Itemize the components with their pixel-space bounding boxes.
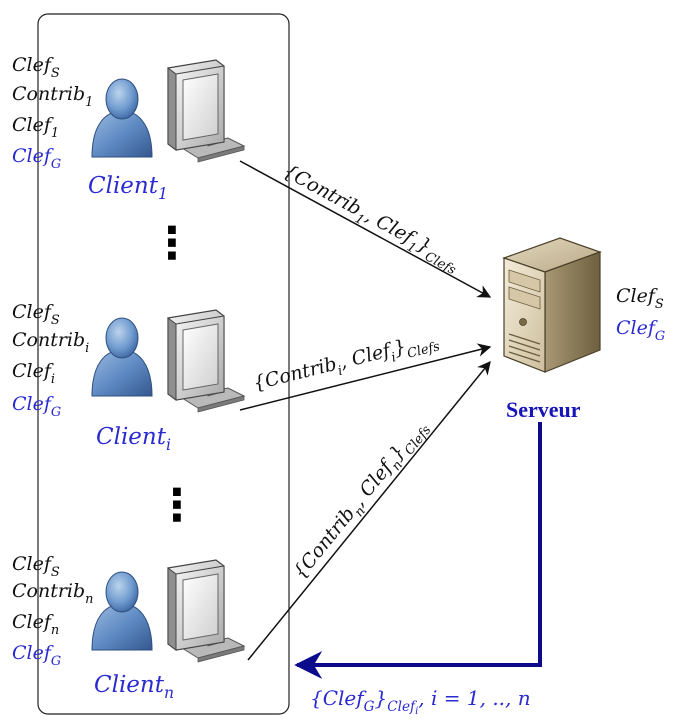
- ellipsis-top: ⋮: [150, 218, 194, 269]
- client-n-key-clef: Clefn: [12, 611, 59, 638]
- message-client-n: {Contribn, Clefn}Clefs: [289, 415, 435, 586]
- ellipsis-bottom: ⋮: [155, 480, 199, 531]
- client-i-key-clef: Clefi: [12, 360, 55, 387]
- server-key-clefs: ClefS: [616, 285, 664, 312]
- server-label: Serveur: [506, 397, 581, 422]
- message-client-1: {Contrib1, Clef1}Clefs: [277, 160, 464, 278]
- arrow-client-n-to-server: [247, 360, 491, 661]
- client-1-label: Client1: [88, 173, 168, 203]
- client-i-key-contrib: Contribi: [12, 329, 89, 356]
- client-1-key-clefg: ClefG: [12, 145, 61, 172]
- client-1-group: ClefS Contrib1 Clef1 ClefG Client1: [12, 54, 245, 203]
- client-n-key-contrib: Contribn: [12, 580, 93, 607]
- client-1-key-clef: Clef1: [12, 114, 59, 141]
- server-key-clefg: ClefG: [616, 317, 665, 344]
- client-n-group: ClefS Contribn Clefn ClefG Clientn: [12, 553, 245, 702]
- client-n-key-clefs: ClefS: [12, 553, 60, 580]
- server-icon: [502, 237, 602, 373]
- user-icon: [91, 78, 153, 158]
- client-n-key-clefg: ClefG: [12, 642, 61, 669]
- client-i-group: ClefS Contribi Clefi ClefG Clienti: [12, 301, 245, 454]
- client-i-key-clefg: ClefG: [12, 393, 61, 420]
- clients-frame: [37, 13, 290, 715]
- client-n-label: Clientn: [94, 672, 174, 702]
- client-1-key-clefs: ClefS: [12, 54, 60, 81]
- client-1-key-contrib: Contrib1: [12, 83, 93, 110]
- monitor-icon: [167, 59, 245, 163]
- message-client-i: {Contribi, Clefi}Clefs: [251, 328, 442, 400]
- return-arrow-server-to-clients: [294, 422, 542, 679]
- client-i-key-clefs: ClefS: [12, 301, 60, 328]
- user-icon: [91, 571, 153, 651]
- arrow-client-i-to-server: [239, 343, 492, 411]
- client-i-label: Clienti: [96, 424, 171, 454]
- user-icon: [91, 317, 153, 397]
- return-message: {ClefG}Clefi, i = 1, .., n: [310, 686, 531, 717]
- monitor-icon: [167, 309, 245, 413]
- arrow-client-1-to-server: [239, 160, 492, 298]
- monitor-icon: [167, 559, 245, 663]
